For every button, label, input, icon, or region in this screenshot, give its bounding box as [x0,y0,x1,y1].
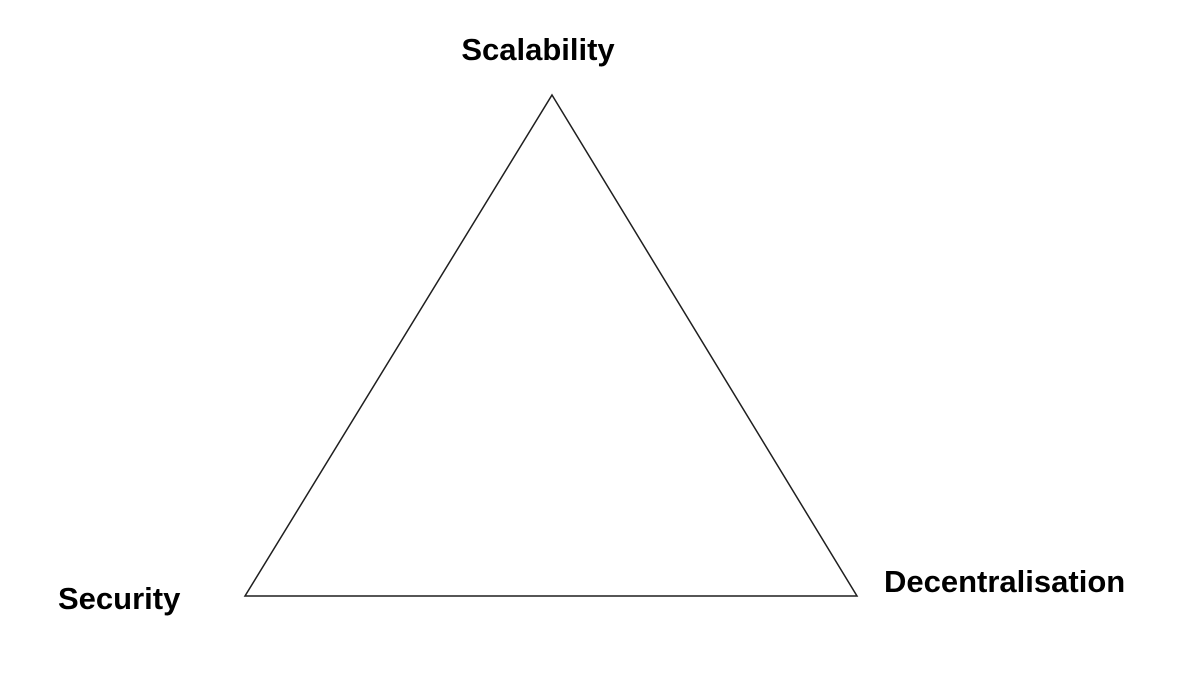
label-scalability: Scalability [461,32,615,67]
label-security: Security [58,581,181,616]
triangle-shape [243,93,859,597]
label-decentralisation: Decentralisation [884,564,1126,599]
